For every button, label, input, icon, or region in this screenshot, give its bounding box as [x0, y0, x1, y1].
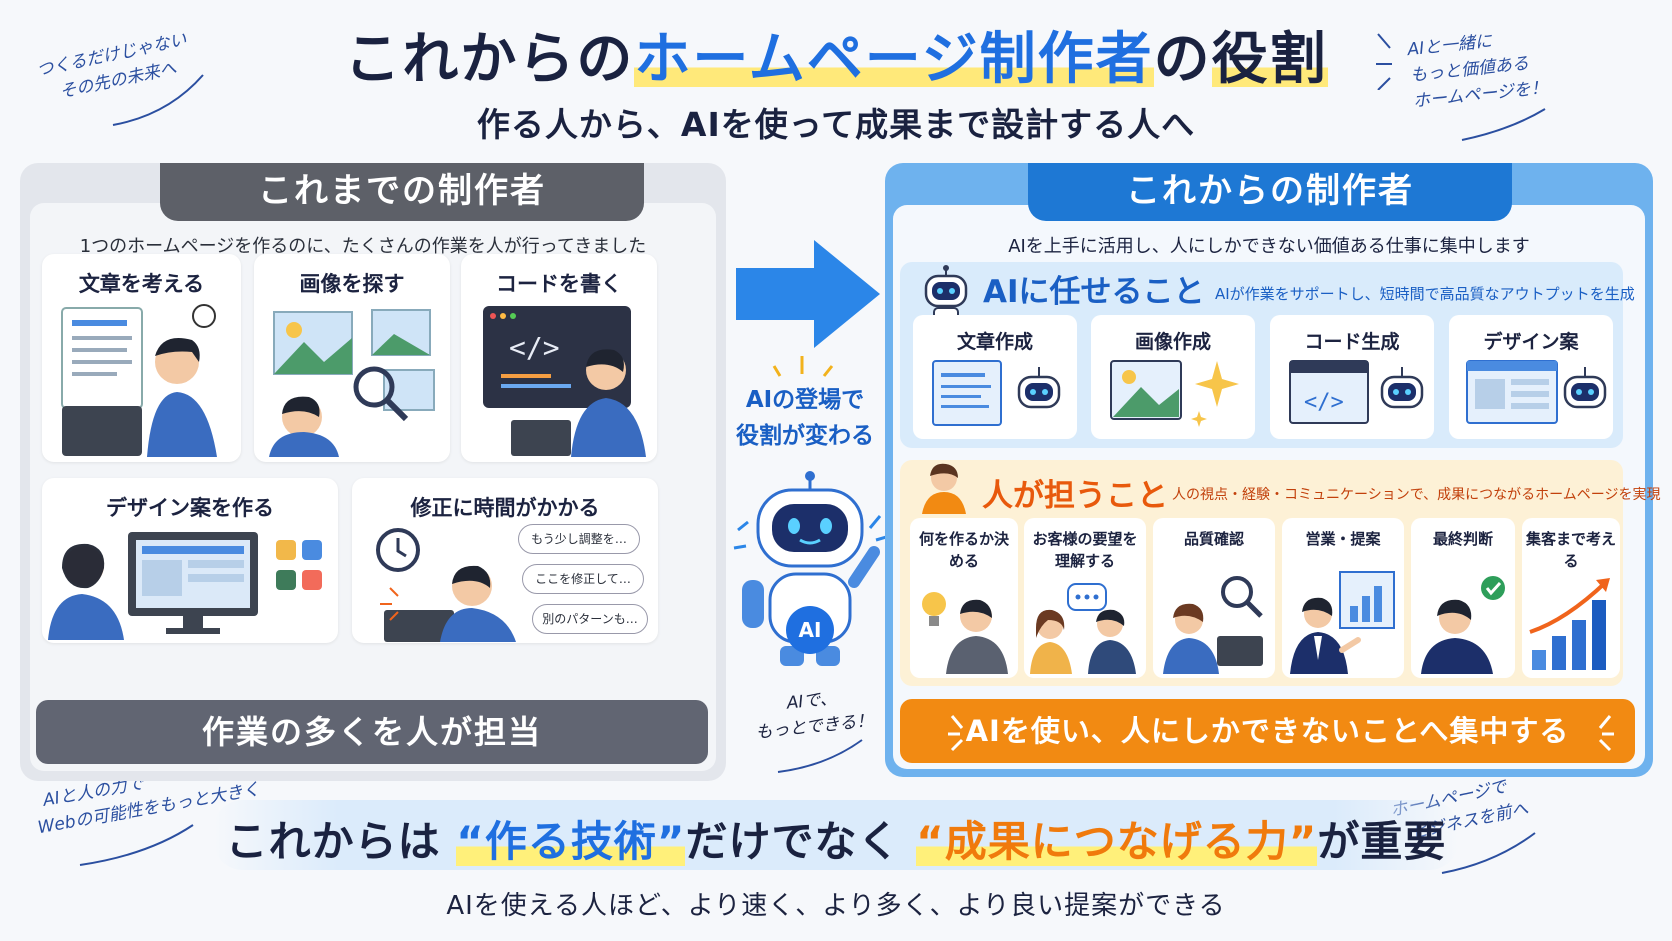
- task-card-revision: 修正に時間がかかる もう少し調整を… ここを修正して… 別のパターンも…: [352, 478, 658, 643]
- human-section-subtitle: 人の視点・経験・コミュニケーションで、成果につながるホームページを実現: [1172, 487, 1661, 503]
- human-item-understand: お客様の要望を理解する: [1024, 518, 1146, 678]
- bottom-headline: これからは “作る技術”だけでなく “成果につなげる力”が重要: [0, 808, 1672, 869]
- right-panel-description: AIを上手に活用し、人にしかできない価値ある仕事に集中します: [1008, 236, 1530, 257]
- sparkle-lines-icon: [948, 715, 964, 752]
- title-highlight: ホームページ制作者: [634, 27, 1154, 92]
- quality-check-illustration: [1163, 576, 1263, 674]
- image-search-illustration: [269, 309, 435, 457]
- left-panel-title: これまでの制作者: [160, 163, 644, 221]
- headline-part: が重要: [1317, 817, 1447, 866]
- image-icon: [1110, 360, 1239, 427]
- right-panel-footer: AIを使い、人にしかできないことへ集中する: [900, 699, 1635, 763]
- headline-part: だけでなく: [685, 817, 901, 866]
- right-panel-title: これからの制作者: [1028, 163, 1512, 221]
- human-item-label: 最終判断: [1432, 530, 1493, 548]
- headline-highlight-blue: “作る技術”: [456, 817, 686, 866]
- ai-section-subtitle: AIが作業をサポートし、短時間で高品質なアウトプットを生成: [1215, 285, 1635, 303]
- ai-item-image: 画像作成: [1091, 315, 1255, 439]
- task-card-write: 文章を考える: [42, 254, 241, 462]
- ai-item-design: デザイン案: [1449, 315, 1613, 439]
- robot-icon: [924, 265, 968, 320]
- growth-chart-icon: [1529, 578, 1610, 670]
- svg-text:</>: </>: [509, 331, 560, 364]
- left-panel-description: 1つのホームページを作るのに、たくさんの作業を人が行ってきました: [79, 236, 647, 257]
- person-thinking-illustration: [61, 304, 217, 457]
- title-part: の: [1153, 27, 1212, 92]
- swoosh-decor: [112, 74, 204, 126]
- task-title: コードを書く: [496, 272, 622, 296]
- bottom-subline: AIを使える人ほど、より速く、より多く、より良い提案ができる: [446, 891, 1226, 921]
- task-card-image-search: 画像を探す: [254, 254, 450, 462]
- conversation-illustration: [1030, 583, 1136, 674]
- person-stressed-illustration: [380, 565, 516, 642]
- human-item-label: 何を作るか決める: [918, 530, 1009, 570]
- swoosh-decor: [777, 739, 863, 773]
- code-window-icon: </>: [1289, 360, 1424, 424]
- design-illustration: [48, 532, 322, 640]
- ai-item-label: 画像作成: [1134, 331, 1211, 353]
- ai-item-label: コード生成: [1304, 331, 1400, 353]
- task-card-code: コードを書く </>: [461, 254, 657, 462]
- ai-item-label: 文章作成: [956, 331, 1033, 353]
- coding-illustration: </>: [483, 306, 646, 457]
- human-item-marketing: 集客まで考える: [1522, 518, 1620, 678]
- human-item-label: 営業・提案: [1305, 530, 1381, 548]
- headline-highlight-orange: “成果につなげる力”: [916, 817, 1318, 866]
- note-top-right: AIと一緒に もっと価値ある ホームページを！: [1406, 23, 1549, 115]
- web-layout-icon: [1466, 360, 1607, 424]
- task-title: 修正に時間がかかる: [410, 496, 600, 520]
- human-item-quality: 品質確認: [1153, 518, 1275, 678]
- ai-section-title: AIに任せること: [983, 274, 1205, 310]
- ai-item-code: コード生成 </>: [1270, 315, 1434, 439]
- caption-line: 役割が変わる: [736, 423, 874, 449]
- human-section-title: 人が担うこと: [982, 478, 1168, 514]
- human-item-label: 集客まで考える: [1525, 530, 1616, 570]
- person-icon: [922, 463, 966, 514]
- sparkle-lines-icon: [772, 356, 834, 377]
- swoosh-decor: [1441, 832, 1536, 874]
- task-card-design: デザイン案を作る: [42, 478, 338, 643]
- headline-part: これからは: [225, 817, 441, 866]
- task-title: 文章を考える: [78, 272, 205, 296]
- presentation-illustration: [1290, 571, 1395, 674]
- svg-text:</>: </>: [1304, 390, 1344, 415]
- speech-bubble: 別のパターンも…: [532, 604, 648, 634]
- ai-item-writing: 文章作成: [913, 315, 1077, 439]
- human-item-label: 品質確認: [1183, 530, 1244, 548]
- caption-line: AIの登場で: [745, 387, 865, 413]
- left-panel-footer: 作業の多くを人が担当: [36, 700, 708, 764]
- speech-bubble: ここを修正して…: [522, 564, 644, 594]
- document-icon: [932, 360, 1061, 426]
- human-item-final-decision: 最終判断: [1411, 518, 1515, 678]
- page-subtitle: 作る人から、AIを使って成果まで設計する人へ: [476, 105, 1196, 144]
- human-item-decide: 何を作るか決める: [910, 518, 1018, 678]
- right-arrow-icon: [736, 240, 880, 348]
- decision-illustration: [1421, 576, 1505, 674]
- sparkle-lines-icon: [1376, 33, 1392, 90]
- lightbulb-person-illustration: [922, 592, 1008, 674]
- robot-ai-badge: AI: [786, 606, 834, 654]
- swoosh-decor: [1461, 108, 1546, 141]
- ai-item-label: デザイン案: [1483, 331, 1579, 353]
- task-title: デザイン案を作る: [106, 496, 274, 520]
- speech-bubble: もう少し調整を…: [518, 524, 640, 554]
- swoosh-decor: [79, 824, 194, 866]
- clock-icon: [376, 528, 420, 572]
- task-title: 画像を探す: [299, 272, 405, 296]
- title-part: 役割: [1211, 27, 1328, 92]
- title-part: これからの: [344, 27, 635, 92]
- middle-caption: AIの登場で 役割が変わる: [730, 382, 880, 454]
- human-item-sales: 営業・提案: [1282, 518, 1404, 678]
- sparkle-lines-icon: [1598, 715, 1614, 752]
- page-title: これからのホームページ制作者の役割: [0, 14, 1672, 95]
- human-item-label: お客様の要望を理解する: [1032, 530, 1138, 570]
